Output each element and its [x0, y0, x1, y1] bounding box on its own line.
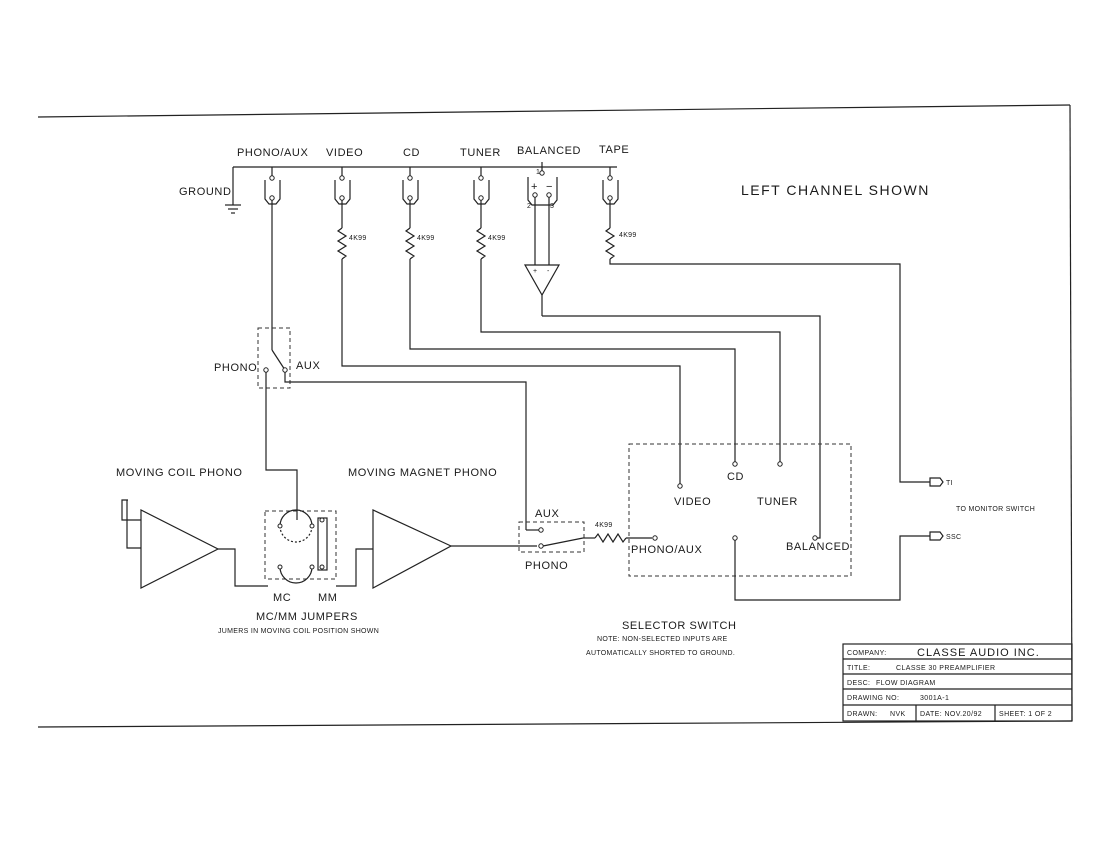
resistor-cd: [404, 200, 416, 260]
aux-switch-phono-label: PHONO: [525, 560, 568, 572]
moving-magnet-label: MOVING MAGNET PHONO: [348, 467, 497, 479]
input-label-video: VIDEO: [326, 147, 363, 159]
title-block: [842, 643, 1073, 722]
tb-company: CLASSE AUDIO INC.: [917, 647, 1040, 659]
aux-switch-aux-contact: [538, 527, 544, 533]
monitor-ti-label: TI: [946, 480, 953, 487]
phono-aux-switch-blade: [271, 349, 286, 371]
monitor-ssc-label: SSC: [946, 534, 961, 541]
wire-tuner: [480, 259, 781, 462]
jumper-mc-label: MC: [273, 592, 291, 604]
resistor-tape-value: 4K99: [619, 232, 637, 239]
input-label-phono-aux: PHONO/AUX: [237, 147, 308, 159]
selector-tuner: TUNER: [757, 496, 798, 508]
jack-cd: [402, 167, 419, 205]
wire-tape: [609, 259, 930, 483]
jack-tuner: [473, 167, 490, 205]
tb-date: DATE: NOV.20/92: [920, 711, 982, 718]
tb-company-label: COMPANY:: [847, 650, 887, 657]
balanced-plus: +: [531, 181, 538, 193]
jack-video: [334, 167, 351, 205]
aux-switch-aux-label: AUX: [535, 508, 559, 520]
balanced-minus: −: [546, 181, 553, 193]
jumper-set: [277, 509, 328, 584]
phono-aux-switch-aux-contact: [282, 367, 288, 373]
tb-drawn-label: DRAWN:: [847, 711, 878, 718]
border-top: [37, 104, 1071, 118]
tb-title: CLASSE 30 PREAMPLIFIER: [896, 665, 995, 672]
moving-coil-amp: [121, 499, 268, 589]
input-label-balanced: BALANCED: [517, 145, 581, 157]
balanced-pin2: 2: [527, 203, 531, 210]
wire-selector-output: [734, 535, 930, 601]
phono-aux-switch-aux-label: AUX: [296, 360, 320, 372]
tb-drawing: 3001A-1: [920, 695, 949, 702]
jumper-mm-label: MM: [318, 592, 338, 604]
aux-switch-blade: [542, 537, 584, 547]
input-label-tape: TAPE: [599, 144, 629, 156]
jack-tape: [602, 167, 619, 205]
border-bottom: [37, 720, 1073, 728]
balanced-pin1: 1: [536, 169, 540, 176]
selector-switch: [628, 443, 852, 577]
resistor-cd-value: 4K99: [417, 235, 435, 242]
balanced-pin3: 3: [550, 203, 554, 210]
monitor-ti-terminal: [929, 477, 944, 487]
phono-aux-switch: [257, 327, 291, 389]
resistor-tuner-value: 4K99: [488, 235, 506, 242]
selector-video: VIDEO: [674, 496, 711, 508]
selector-balanced: BALANCED: [786, 541, 850, 553]
tb-desc-label: DESC:: [847, 680, 870, 687]
jack-balanced-xlr: [527, 162, 558, 206]
jumpers-title: MC/MM JUMPERS: [256, 611, 358, 623]
resistor-video-value: 4K99: [349, 235, 367, 242]
tb-sheet: SHEET: 1 OF 2: [999, 711, 1052, 718]
tb-title-label: TITLE:: [847, 665, 870, 672]
resistor-tape: [604, 200, 616, 260]
tb-desc: FLOW DIAGRAM: [876, 680, 936, 687]
selector-title: SELECTOR SWITCH: [622, 620, 737, 632]
wire-aux-path: [284, 372, 527, 530]
wire-jumper-to-mm: [336, 548, 373, 587]
phono-aux-switch-phono-label: PHONO: [214, 362, 257, 374]
balanced-receiver-amp: + -: [523, 197, 561, 316]
svg-text:+: +: [533, 268, 537, 275]
resistor-video: [336, 200, 348, 260]
channel-note: LEFT CHANNEL SHOWN: [741, 182, 930, 198]
tb-drawing-label: DRAWING NO:: [847, 695, 899, 702]
wire-video: [341, 259, 681, 484]
moving-coil-label: MOVING COIL PHONO: [116, 467, 243, 479]
resistor-phono-aux-value: 4K99: [595, 522, 613, 529]
phono-aux-switch-phono-contact: [263, 367, 269, 373]
monitor-ssc-terminal: [929, 531, 944, 541]
svg-text:-: -: [547, 268, 550, 275]
jack-phono-aux: [264, 167, 281, 205]
mc-mm-jumper-block: [264, 510, 337, 580]
selector-note-1: NOTE: NON-SELECTED INPUTS ARE: [597, 636, 727, 643]
selector-cd: CD: [727, 471, 744, 483]
wire-phono-path: [265, 372, 298, 520]
aux-switch-phono-contact: [538, 543, 544, 549]
moving-magnet-amp: [372, 509, 537, 590]
selector-phono-aux: PHONO/AUX: [631, 544, 702, 556]
input-label-tuner: TUNER: [460, 147, 501, 159]
resistor-tuner: [475, 200, 487, 260]
wire-cd: [409, 259, 736, 462]
monitor-switch-label: TO MONITOR SWITCH: [956, 506, 1035, 513]
resistor-phono-aux: [583, 532, 652, 544]
selector-note-2: AUTOMATICALLY SHORTED TO GROUND.: [586, 650, 735, 657]
ground-label: GROUND: [179, 186, 232, 198]
border-right: [1069, 104, 1073, 722]
ground-bus: [225, 166, 617, 214]
jumpers-note: JUMERS IN MOVING COIL POSITION SHOWN: [218, 628, 379, 635]
input-label-cd: CD: [403, 147, 420, 159]
tb-drawn: NVK: [890, 711, 906, 718]
aux-phono-switch: [518, 521, 585, 553]
